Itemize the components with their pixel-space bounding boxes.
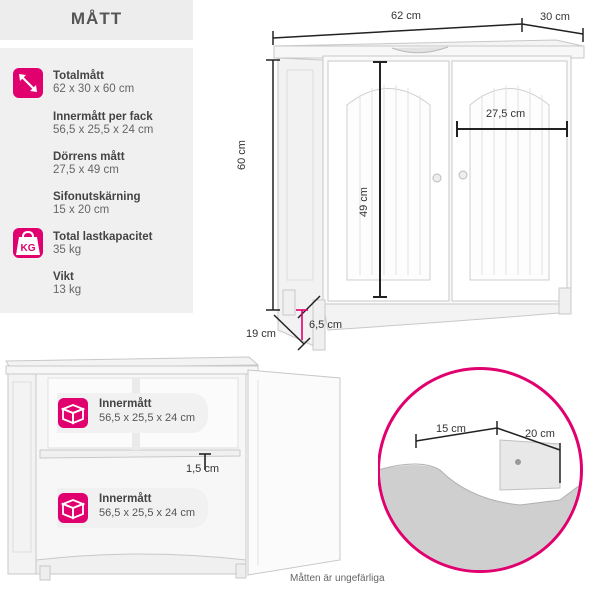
spec-label: Vikt <box>53 271 74 283</box>
dim-width-label: 62 cm <box>391 10 421 22</box>
spec-value: 35 kg <box>53 244 82 256</box>
spec-cutout: Sifonutskärning 15 x 20 cm <box>53 191 141 217</box>
spec-panel <box>0 0 193 313</box>
inner-value: 56,5 x 25,5 x 24 cm <box>99 412 195 424</box>
cabinet-open-drawing <box>5 356 341 581</box>
spec-value: 13 kg <box>53 284 82 296</box>
spec-inner: Innermått per fack 56,5 x 25,5 x 24 cm <box>53 111 153 137</box>
inner-label: Innermått <box>99 398 152 410</box>
spec-label: Innermått per fack <box>53 111 153 123</box>
dim-height-label: 60 cm <box>236 140 248 170</box>
spec-label: Totalmått <box>53 70 104 82</box>
spec-load: Total lastkapacitet 35 kg <box>53 231 153 257</box>
dim-leg-depth-label: 19 cm <box>246 328 276 340</box>
dim-leg-height-label: 6,5 cm <box>309 319 343 331</box>
spec-value: 27,5 x 49 cm <box>53 164 119 176</box>
dim-shelf-thickness-label: 1,5 cm <box>186 463 220 475</box>
inner-value: 56,5 x 25,5 x 24 cm <box>99 507 195 519</box>
spec-weight: Vikt 13 kg <box>53 271 81 297</box>
spec-total: Totalmått 62 x 30 x 60 cm <box>53 70 134 96</box>
spec-label: Sifonutskärning <box>53 191 141 203</box>
weight-kg-icon: KG <box>13 228 43 258</box>
box-icon <box>58 398 88 428</box>
kg-label: KG <box>21 243 36 254</box>
spec-value: 15 x 20 cm <box>53 204 110 216</box>
page-title: MÅTT <box>70 9 123 28</box>
dim-door-width-label: 27,5 cm <box>486 108 526 120</box>
spec-door: Dörrens mått 27,5 x 49 cm <box>53 151 125 177</box>
cabinet-front-drawing <box>266 18 585 351</box>
inner-label: Innermått <box>99 493 152 505</box>
dim-door-height-label: 49 cm <box>358 187 370 217</box>
dim-cutout-width-label: 15 cm <box>436 423 466 435</box>
spec-label: Total lastkapacitet <box>53 231 153 243</box>
spec-value: 56,5 x 25,5 x 24 cm <box>53 124 154 136</box>
spec-value: 62 x 30 x 60 cm <box>53 83 135 95</box>
disclaimer-note: Måtten är ungefärliga <box>290 573 385 584</box>
spec-label: Dörrens mått <box>53 151 125 163</box>
dim-cutout-depth-label: 20 cm <box>525 428 555 440</box>
box-icon <box>58 493 88 523</box>
dim-door-height-text: 49 cm <box>358 187 370 217</box>
dim-depth-label: 30 cm <box>540 11 570 23</box>
resize-arrows-icon <box>13 68 43 98</box>
cutout-detail-zoom <box>378 367 583 573</box>
dim-height-text: 60 cm <box>236 140 248 170</box>
title-bar <box>0 0 193 48</box>
